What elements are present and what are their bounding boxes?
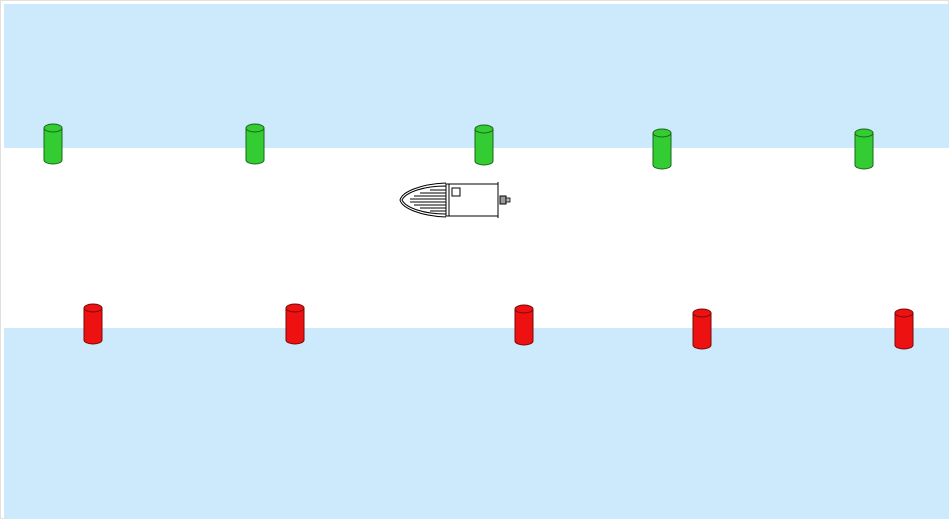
boat-motor: [499, 195, 507, 205]
buoys-layer: [43, 123, 914, 350]
red-buoy-2: [285, 303, 305, 345]
red-buoy-3: [514, 304, 534, 346]
boat-hull-outline: [399, 182, 447, 218]
boat-propeller: [505, 197, 511, 203]
red-buoy-4: [692, 308, 712, 350]
green-buoy-4: [652, 128, 672, 170]
red-buoy-1: [83, 303, 103, 345]
green-buoy-5: [854, 128, 874, 170]
green-buoy-1: [43, 123, 63, 165]
boat-window: [451, 187, 461, 197]
water-bottom: [4, 328, 949, 519]
boat[interactable]: [399, 182, 511, 218]
navigation-channel: [4, 148, 949, 328]
red-buoy-5: [894, 308, 914, 350]
green-buoy-2: [245, 123, 265, 165]
green-buoy-3: [474, 124, 494, 166]
water-top: [4, 4, 949, 148]
boat-deck-stripes: [410, 189, 446, 212]
